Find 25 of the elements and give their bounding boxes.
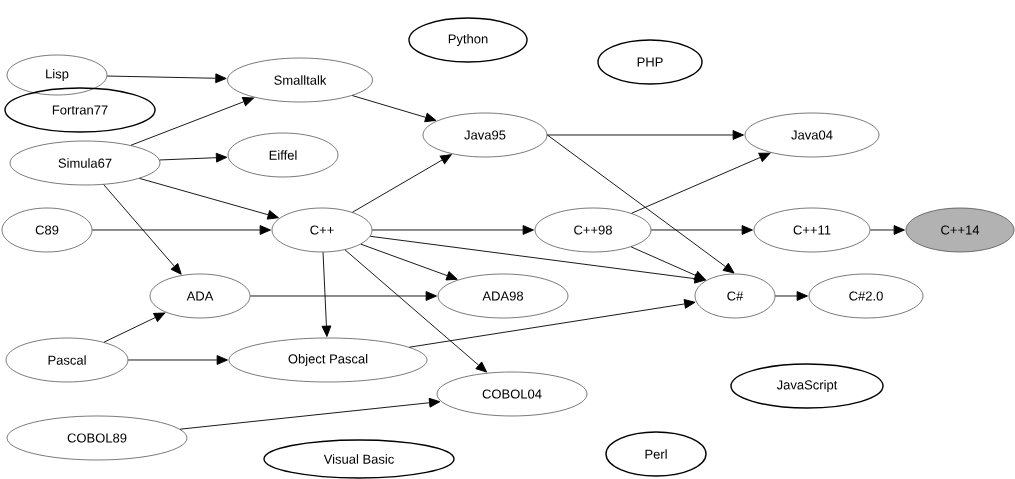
- arrow: [159, 152, 228, 163]
- arrow: [106, 73, 227, 84]
- arrow: [139, 177, 279, 220]
- arrow: [103, 184, 182, 275]
- arrow: [352, 154, 452, 213]
- arrow: [360, 243, 458, 281]
- arrow: [130, 97, 255, 146]
- arrow: [650, 225, 753, 235]
- arrow: [351, 95, 437, 123]
- arrow: [409, 299, 696, 348]
- arrow: [546, 130, 744, 140]
- arrow: [344, 249, 488, 373]
- arrow: [630, 246, 706, 281]
- arrow: [249, 291, 437, 301]
- arrow: [127, 355, 228, 365]
- arrow: [103, 312, 166, 343]
- arrow: [774, 291, 808, 301]
- arrow: [91, 225, 271, 235]
- arrow: [371, 225, 534, 235]
- arrow: [321, 251, 332, 337]
- arrow: [546, 134, 735, 274]
- arrow: [179, 397, 441, 430]
- arrow: [869, 225, 905, 235]
- arrow: [369, 235, 706, 284]
- arrow: [631, 152, 771, 214]
